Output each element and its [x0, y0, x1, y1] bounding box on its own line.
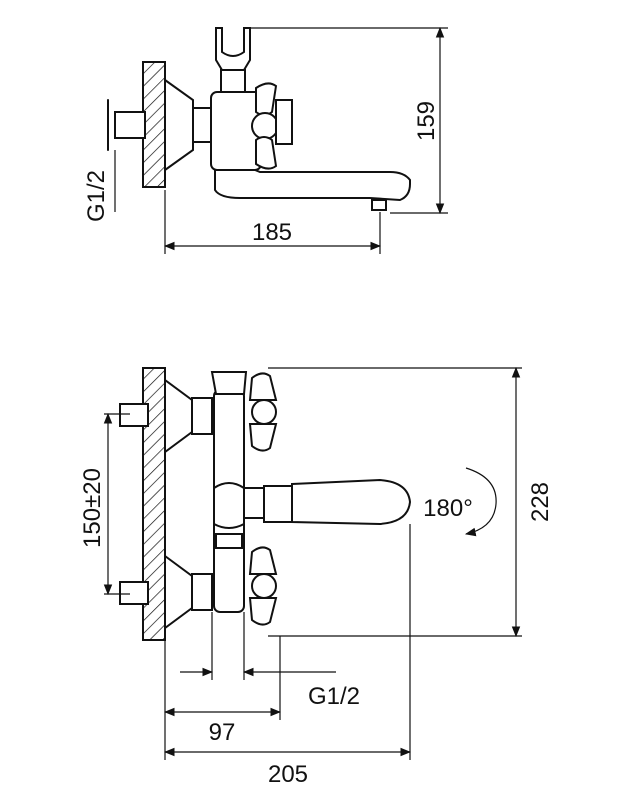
spout	[214, 169, 411, 202]
dim-159-label: 159	[413, 101, 440, 141]
rotation-label: 180°	[423, 495, 473, 522]
dim-228-label: 228	[527, 482, 554, 522]
front-wall-plate	[142, 367, 166, 641]
spout-ring	[263, 485, 293, 523]
front-lower-handle-bottom	[248, 597, 278, 626]
cross-handle-top	[255, 82, 278, 116]
cross-handle-bottom	[255, 136, 278, 170]
aerator	[371, 199, 387, 211]
top-view: 185 159 G1/2	[83, 26, 448, 254]
inlet-pipe	[114, 111, 146, 139]
upper-nut	[191, 397, 213, 435]
handle-hub	[251, 112, 279, 140]
escutcheon	[164, 78, 194, 172]
dim-205-label: 205	[268, 761, 308, 788]
front-lower-handle-top	[248, 546, 278, 575]
wall-plate	[142, 61, 166, 188]
front-upper-hub	[251, 399, 277, 425]
holder-stem	[220, 69, 246, 93]
connector-nut	[192, 107, 212, 143]
shower-holder	[215, 27, 251, 71]
dim-185-label: 185	[252, 219, 292, 246]
g12-label-front: G1/2	[308, 683, 360, 710]
dim-150-label: 150±20	[79, 468, 106, 548]
diverter	[213, 482, 245, 529]
front-upper-handle-top	[248, 372, 278, 401]
front-view: 180° 228 150±20 G1/2 97 205	[79, 366, 554, 788]
spout-neck	[243, 487, 265, 519]
g12-label-top: G1/2	[83, 170, 110, 222]
upper-inlet	[119, 403, 149, 427]
upper-escutcheon	[164, 378, 193, 454]
collar	[215, 533, 243, 549]
handle-cap	[275, 99, 293, 145]
lower-inlet	[119, 581, 149, 605]
front-spout	[291, 478, 412, 526]
dim-97-label: 97	[209, 719, 236, 746]
front-lower-hub	[251, 573, 277, 599]
front-holder-top	[210, 371, 248, 395]
lower-nut	[191, 573, 213, 611]
front-upper-handle-bottom	[248, 423, 278, 452]
rotation-arrow	[464, 467, 497, 537]
lower-escutcheon	[164, 554, 193, 630]
